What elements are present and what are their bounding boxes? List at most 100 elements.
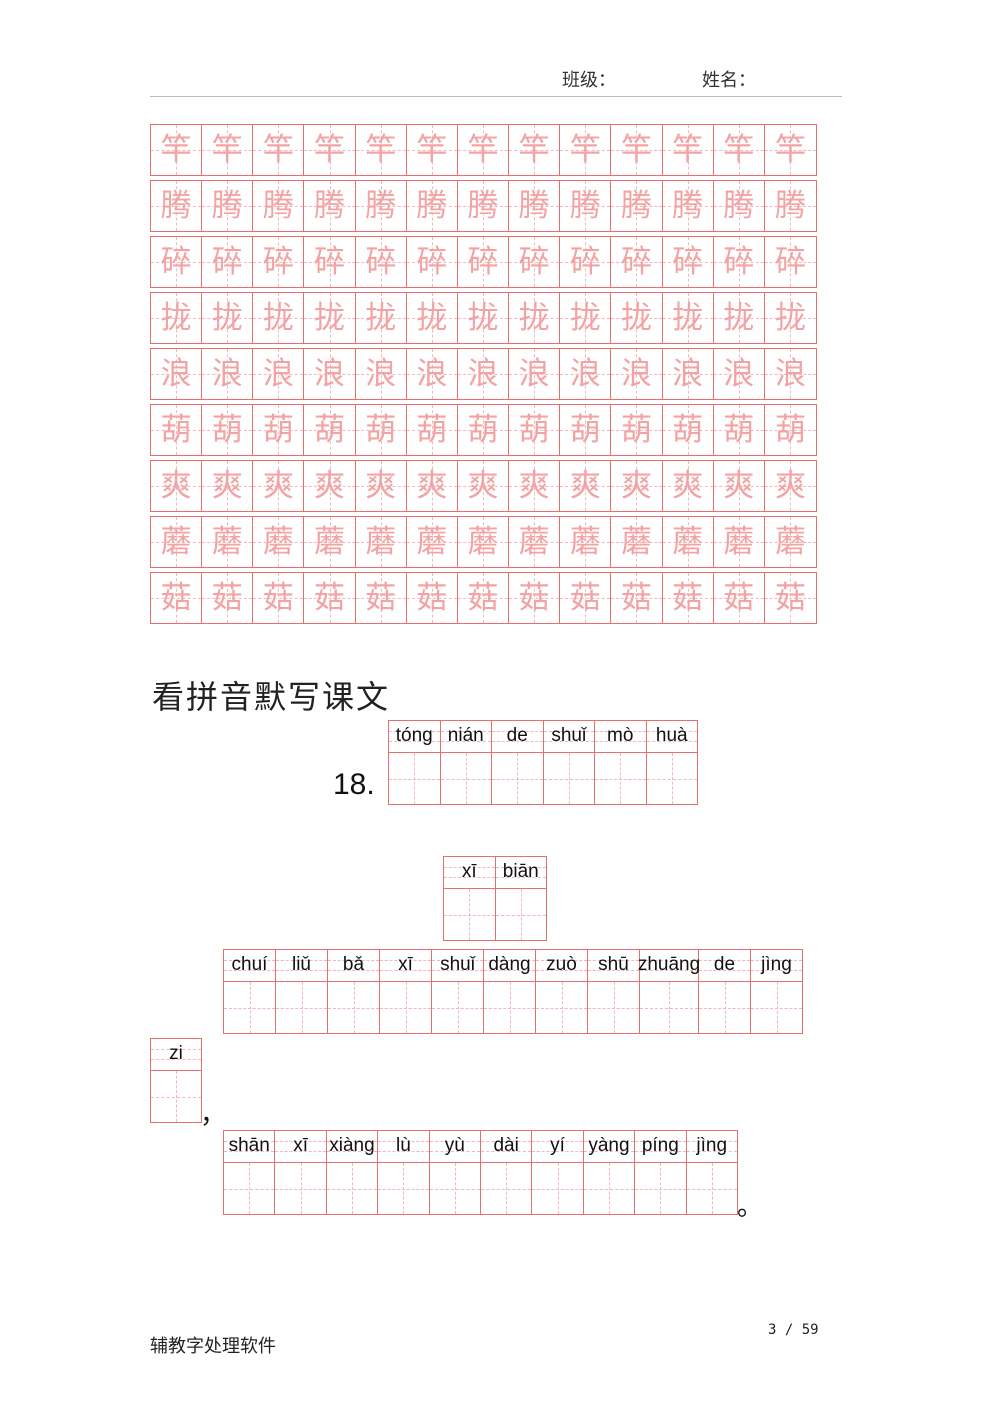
character-writing-box[interactable] <box>389 753 440 804</box>
character-writing-box[interactable] <box>275 1163 327 1214</box>
character-writing-box[interactable] <box>151 1071 201 1122</box>
character-writing-box[interactable] <box>224 1163 275 1214</box>
practice-cell[interactable]: 腾 <box>560 181 612 231</box>
practice-cell[interactable]: 拢 <box>355 293 407 343</box>
practice-cell[interactable]: 蘑 <box>304 517 356 567</box>
writing-cell[interactable]: zhuāng <box>638 949 700 1034</box>
practice-cell[interactable]: 碎 <box>713 237 765 287</box>
practice-cell[interactable]: 腾 <box>457 181 510 231</box>
practice-cell[interactable]: 葫 <box>713 405 765 455</box>
practice-cell[interactable]: 爽 <box>764 461 817 511</box>
practice-cell[interactable]: 菇 <box>457 573 510 623</box>
practice-cell[interactable]: 竿 <box>151 125 203 175</box>
practice-cell[interactable]: 腾 <box>509 181 561 231</box>
practice-cell[interactable]: 浪 <box>304 349 356 399</box>
practice-cell[interactable]: 爽 <box>253 461 305 511</box>
practice-cell[interactable]: 葫 <box>151 405 203 455</box>
practice-cell[interactable]: 菇 <box>355 573 407 623</box>
practice-cell[interactable]: 葫 <box>764 405 817 455</box>
practice-cell[interactable]: 葫 <box>457 405 510 455</box>
practice-cell[interactable]: 浪 <box>202 349 254 399</box>
practice-cell[interactable]: 拢 <box>713 293 765 343</box>
practice-cell[interactable]: 葫 <box>253 405 305 455</box>
practice-cell[interactable]: 竿 <box>509 125 561 175</box>
character-writing-box[interactable] <box>326 1163 378 1214</box>
practice-cell[interactable]: 菇 <box>713 573 765 623</box>
practice-cell[interactable]: 碎 <box>764 237 817 287</box>
practice-cell[interactable]: 蘑 <box>662 517 714 567</box>
writing-cell[interactable]: de <box>698 949 751 1034</box>
character-writing-box[interactable] <box>640 982 698 1033</box>
practice-cell[interactable]: 爽 <box>355 461 407 511</box>
writing-cell[interactable]: yàng <box>582 1130 636 1215</box>
practice-cell[interactable]: 碎 <box>560 237 612 287</box>
practice-cell[interactable]: 菇 <box>151 573 203 623</box>
character-writing-box[interactable] <box>536 982 587 1033</box>
writing-cell[interactable]: zuò <box>535 949 588 1034</box>
practice-cell[interactable]: 碎 <box>304 237 356 287</box>
practice-cell[interactable]: 浪 <box>611 349 663 399</box>
practice-cell[interactable]: 菇 <box>764 573 817 623</box>
character-writing-box[interactable] <box>444 889 495 940</box>
practice-cell[interactable]: 爽 <box>662 461 714 511</box>
writing-cell[interactable]: lù <box>377 1130 430 1215</box>
practice-cell[interactable]: 竿 <box>457 125 510 175</box>
practice-cell[interactable]: 爽 <box>611 461 663 511</box>
practice-cell[interactable]: 竿 <box>611 125 663 175</box>
character-writing-box[interactable] <box>595 753 646 804</box>
character-writing-box[interactable] <box>543 753 595 804</box>
practice-cell[interactable]: 拢 <box>764 293 817 343</box>
practice-cell[interactable]: 拢 <box>304 293 356 343</box>
practice-cell[interactable]: 腾 <box>253 181 305 231</box>
writing-cell[interactable]: tóng <box>388 720 441 805</box>
practice-cell[interactable]: 碎 <box>253 237 305 287</box>
writing-cell[interactable]: shū <box>587 949 640 1034</box>
practice-cell[interactable]: 菇 <box>509 573 561 623</box>
practice-cell[interactable]: 腾 <box>304 181 356 231</box>
character-writing-box[interactable] <box>583 1163 635 1214</box>
practice-cell[interactable]: 葫 <box>509 405 561 455</box>
writing-cell[interactable]: mò <box>594 720 647 805</box>
writing-cell[interactable]: dàng <box>483 949 536 1034</box>
practice-cell[interactable]: 蘑 <box>202 517 254 567</box>
character-writing-box[interactable] <box>751 982 802 1033</box>
practice-cell[interactable]: 葫 <box>355 405 407 455</box>
practice-cell[interactable]: 拢 <box>611 293 663 343</box>
practice-cell[interactable]: 腾 <box>406 181 458 231</box>
practice-cell[interactable]: 碎 <box>611 237 663 287</box>
writing-cell[interactable]: xiàng <box>325 1130 379 1215</box>
practice-cell[interactable]: 蘑 <box>355 517 407 567</box>
character-writing-box[interactable] <box>378 1163 429 1214</box>
practice-cell[interactable]: 碎 <box>151 237 203 287</box>
practice-cell[interactable]: 碎 <box>457 237 510 287</box>
writing-cell[interactable]: nián <box>439 720 492 805</box>
character-writing-box[interactable] <box>588 982 639 1033</box>
character-writing-box[interactable] <box>380 982 431 1033</box>
practice-cell[interactable]: 葫 <box>611 405 663 455</box>
practice-cell[interactable]: 蘑 <box>406 517 458 567</box>
practice-cell[interactable]: 竿 <box>355 125 407 175</box>
practice-cell[interactable]: 蘑 <box>764 517 817 567</box>
practice-cell[interactable]: 拢 <box>151 293 203 343</box>
practice-cell[interactable]: 拢 <box>406 293 458 343</box>
writing-cell[interactable]: shān <box>223 1130 276 1215</box>
writing-cell[interactable]: chuí <box>223 949 276 1034</box>
writing-cell[interactable]: bǎ <box>327 949 380 1034</box>
practice-cell[interactable]: 浪 <box>457 349 510 399</box>
practice-cell[interactable]: 浪 <box>355 349 407 399</box>
writing-cell[interactable]: liǔ <box>275 949 328 1034</box>
character-writing-box[interactable] <box>440 753 492 804</box>
practice-cell[interactable]: 葫 <box>304 405 356 455</box>
practice-cell[interactable]: 浪 <box>560 349 612 399</box>
practice-cell[interactable]: 蘑 <box>611 517 663 567</box>
practice-cell[interactable]: 浪 <box>764 349 817 399</box>
practice-cell[interactable]: 爽 <box>713 461 765 511</box>
practice-cell[interactable]: 菇 <box>202 573 254 623</box>
practice-cell[interactable]: 拢 <box>662 293 714 343</box>
practice-cell[interactable]: 竿 <box>764 125 817 175</box>
practice-cell[interactable]: 爽 <box>560 461 612 511</box>
practice-cell[interactable]: 蘑 <box>253 517 305 567</box>
writing-cell[interactable]: xī <box>274 1130 327 1215</box>
practice-cell[interactable]: 菇 <box>406 573 458 623</box>
practice-cell[interactable]: 碎 <box>662 237 714 287</box>
